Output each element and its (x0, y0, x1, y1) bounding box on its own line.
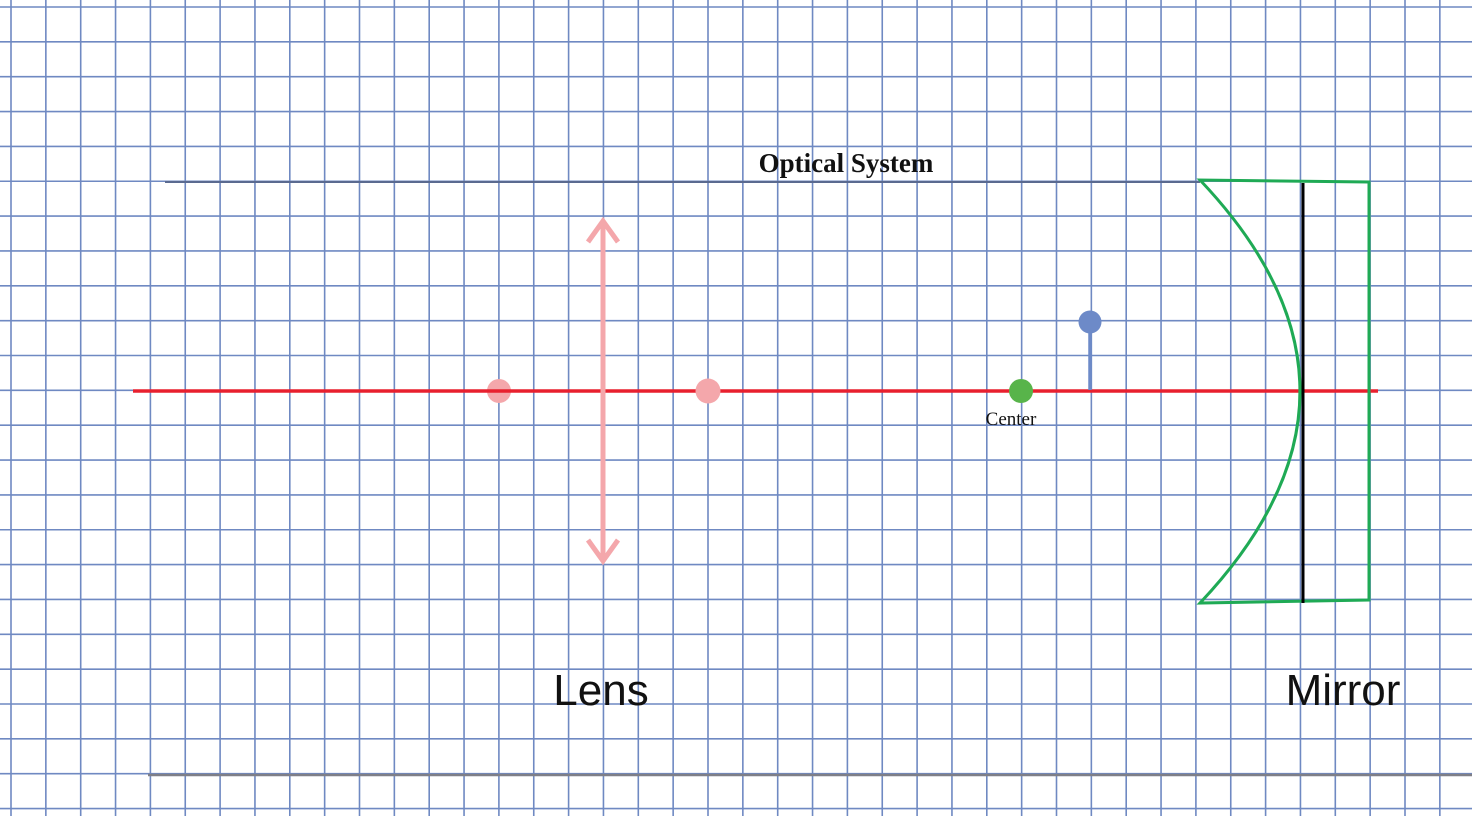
diagram-title: Optical System (759, 148, 934, 178)
mirror[interactable] (1196, 178, 1371, 605)
lens-arrowhead-top-icon (585, 216, 621, 244)
lens-label: Lens (553, 666, 648, 715)
lens[interactable] (585, 216, 621, 566)
mirror-label: Mirror (1286, 666, 1401, 715)
mirror-outline (1196, 178, 1371, 605)
focal-point-right[interactable] (695, 378, 721, 404)
center-point[interactable] (1009, 379, 1033, 403)
object-arrow[interactable] (1078, 310, 1102, 391)
lens-arrowhead-bottom-icon (585, 538, 621, 566)
object-handle[interactable] (1078, 310, 1102, 334)
center-label: Center (986, 409, 1037, 430)
